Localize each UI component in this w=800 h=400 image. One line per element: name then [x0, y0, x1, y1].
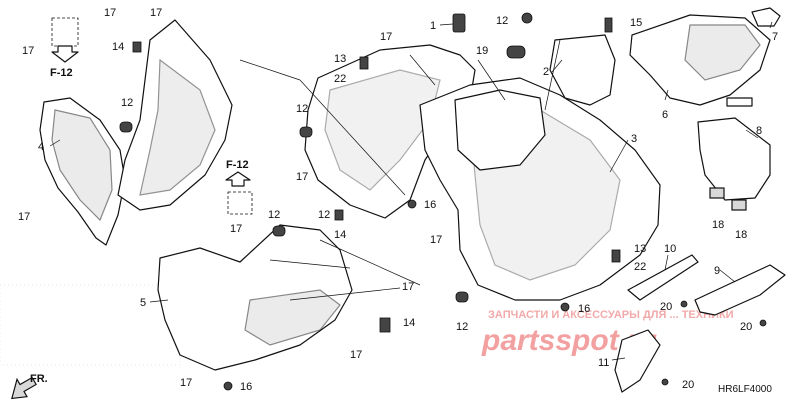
part-3-center-box — [454, 89, 546, 171]
part-20-bolt-a — [680, 300, 688, 308]
callout-17-f: 17 — [296, 171, 308, 183]
callout-19: 19 — [476, 45, 488, 57]
part-19-cap — [506, 45, 526, 59]
front-arrow-icon — [11, 376, 37, 400]
part-10-bracket — [627, 254, 699, 301]
callout-20-a: 20 — [660, 301, 672, 313]
front-arrow-label: FR. — [30, 373, 48, 385]
up-arrow-icon — [51, 45, 79, 63]
callout-18-a: 18 — [712, 219, 724, 231]
part-15-bolt — [604, 17, 613, 33]
section-ref-label-mid: F-12 — [226, 159, 249, 171]
callout-17-h: 17 — [430, 234, 442, 246]
callout-17-j: 17 — [350, 349, 362, 361]
callout-22-a: 22 — [334, 73, 346, 85]
watermark: ЗАПЧАСТИ И АКСЕССУАРЫ ДЛЯ ... ТЕХНИКИ pa… — [481, 309, 734, 357]
callout-17-e: 17 — [380, 31, 392, 43]
part-12-grommet-d — [455, 291, 469, 303]
part-14-screw-mid — [334, 209, 344, 221]
dashed-ref-box-top — [51, 17, 79, 47]
callout-16-a: 16 — [424, 199, 436, 211]
callout-12-b: 12 — [296, 103, 308, 115]
main-rear-fender-shade — [324, 69, 441, 191]
part-5-floor-panel — [244, 289, 341, 346]
callout-17-b: 17 — [150, 7, 162, 19]
callout-8: 8 — [756, 125, 762, 137]
callout-22-b: 22 — [634, 261, 646, 273]
callout-17-d: 17 — [18, 211, 30, 223]
callout-16-b: 16 — [578, 303, 590, 315]
callout-6: 6 — [662, 109, 668, 121]
callout-15: 15 — [630, 17, 642, 29]
part-16-nut-c — [223, 381, 233, 391]
part-12-grommet-b — [299, 126, 313, 138]
section-ref-top: F-12 — [50, 17, 79, 79]
part-18-b — [731, 199, 747, 211]
part-12-grommet-top — [521, 12, 533, 24]
callout-17-k: 17 — [180, 377, 192, 389]
left-mudguard-inner — [139, 58, 216, 196]
watermark-line1: ЗАПЧАСТИ И АКСЕССУАРЫ ДЛЯ ... ТЕХНИКИ — [488, 309, 734, 321]
callout-18-b: 18 — [735, 229, 747, 241]
callout-9: 9 — [714, 265, 720, 277]
part-1-grommet — [452, 13, 466, 33]
callout-17-a: 17 — [104, 7, 116, 19]
part-16-nut-a — [407, 199, 417, 209]
callout-17-c: 17 — [22, 45, 34, 57]
callout-1: 1 — [430, 20, 436, 32]
part-11-mudflap — [614, 329, 661, 393]
callout-14-top: 14 — [112, 41, 124, 53]
dotted-background-logo — [0, 284, 181, 366]
part-8-housing — [697, 117, 771, 201]
callout-16-c: 16 — [240, 381, 252, 393]
part-9-rail — [694, 264, 786, 316]
callout-12-d: 12 — [456, 321, 468, 333]
callout-10: 10 — [664, 243, 676, 255]
callout-20-b: 20 — [740, 321, 752, 333]
part-7-clip — [751, 7, 781, 27]
part-12-grommet-a — [119, 121, 133, 133]
part-13-bolt-a — [359, 56, 369, 70]
callout-4: 4 — [38, 141, 44, 153]
callout-12-e: 12 — [318, 209, 330, 221]
fasteners — [119, 12, 767, 391]
callout-5: 5 — [140, 297, 146, 309]
callout-7: 7 — [772, 31, 778, 43]
callout-12-c: 12 — [268, 209, 280, 221]
dashed-ref-box-mid — [227, 191, 253, 215]
part-8-strap — [726, 97, 753, 107]
callout-12-a: 12 — [121, 97, 133, 109]
part-4-shading — [51, 109, 113, 222]
callout-17-i: 17 — [402, 281, 414, 293]
part-12-grommet-c — [272, 225, 286, 237]
callout-13-b: 13 — [634, 243, 646, 255]
leader-lines — [49, 21, 773, 361]
part-6-tail-ribs — [684, 24, 761, 81]
callout-12-top: 12 — [496, 15, 508, 27]
main-rear-fender — [304, 44, 476, 219]
callout-14-bottom: 14 — [403, 317, 415, 329]
section-ref-label-top: F-12 — [50, 67, 73, 79]
callout-11: 11 — [598, 357, 609, 369]
part-13-bolt-b — [611, 249, 621, 263]
part-14-screw-top — [132, 41, 142, 53]
section-ref-mid: F-12 — [225, 159, 253, 215]
part-18-a — [709, 187, 725, 199]
callout-14-mid: 14 — [334, 229, 346, 241]
callout-2: 2 — [543, 66, 549, 78]
part-14-screw — [379, 317, 391, 333]
part-16-nut-b — [560, 302, 570, 312]
callout-13-a: 13 — [334, 53, 346, 65]
part-20-bolt-c — [661, 378, 669, 386]
callouts: 1 2 3 4 5 6 7 8 9 10 11 12 12 12 12 12 1… — [18, 7, 778, 393]
callout-17-g: 17 — [230, 223, 242, 235]
up-arrow-icon-mid — [225, 171, 251, 187]
diagram-code: HR6LF4000 — [718, 384, 772, 395]
callout-20-c: 20 — [682, 379, 694, 391]
part-20-bolt-b — [759, 319, 767, 327]
callout-3: 3 — [631, 133, 637, 145]
front-arrow: FR. — [11, 373, 48, 400]
left-mudguard-shell — [117, 19, 233, 211]
